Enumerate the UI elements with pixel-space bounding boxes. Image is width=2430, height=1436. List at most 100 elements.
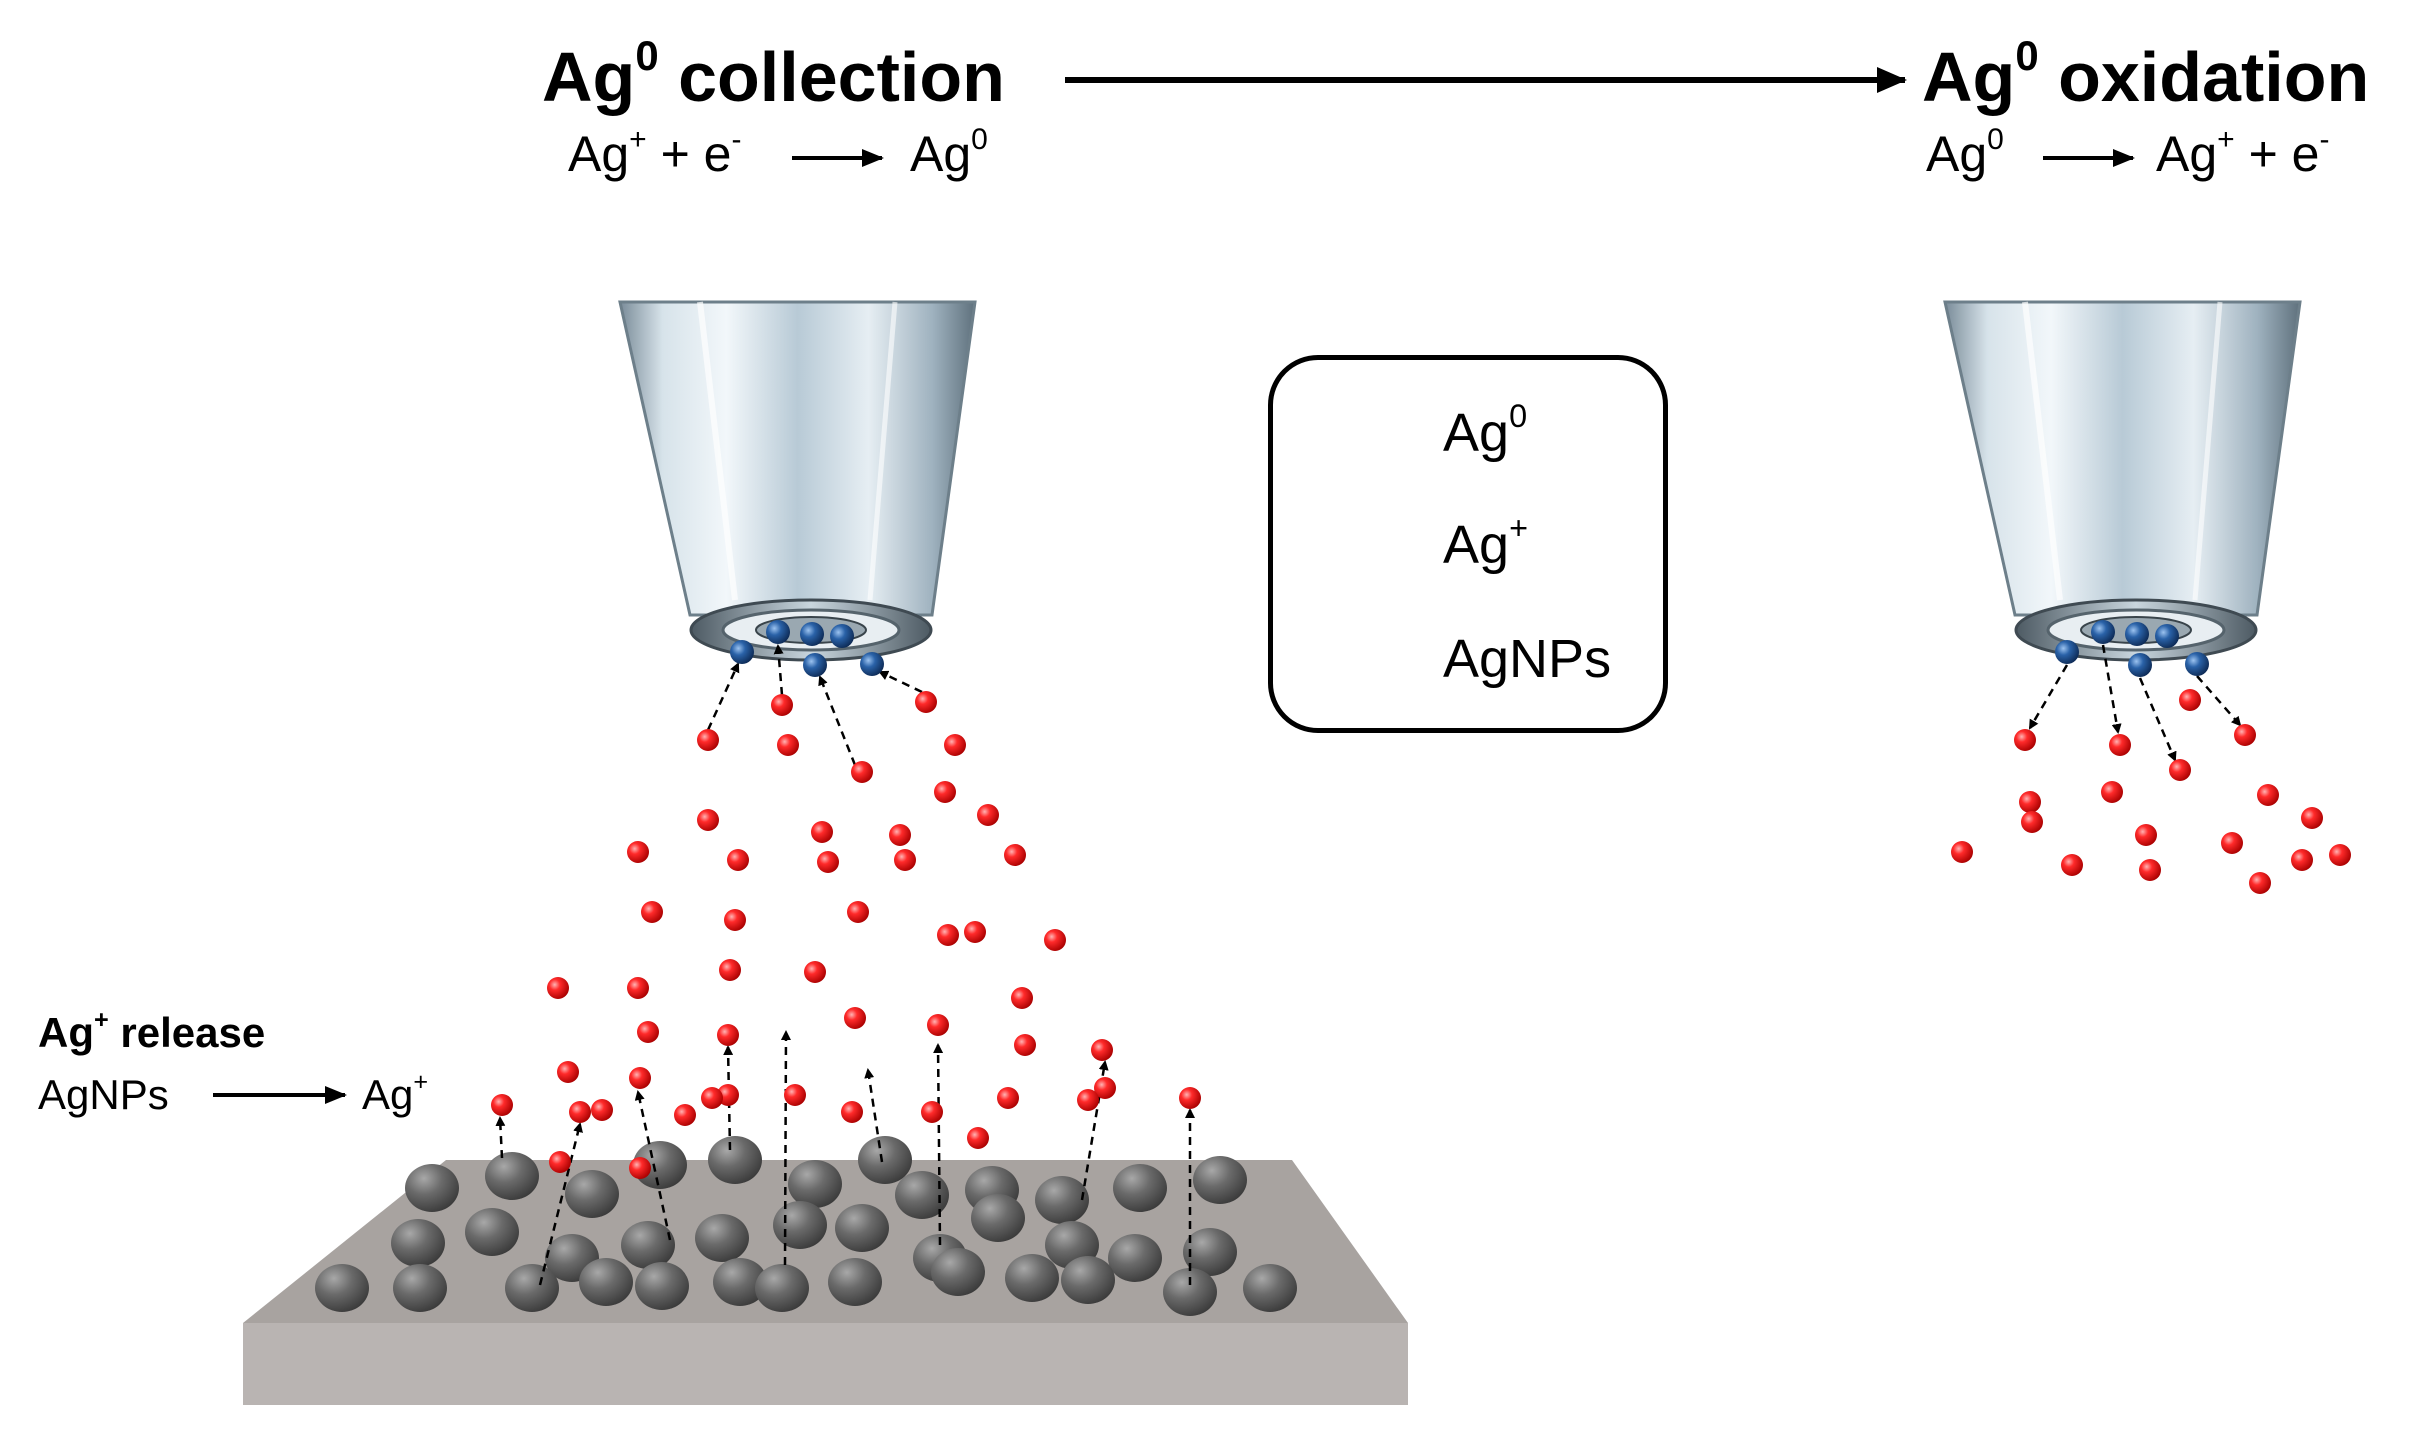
agplus-ion: [2101, 781, 2123, 803]
agplus-ion: [944, 734, 966, 756]
agplus-ion: [844, 1007, 866, 1029]
agplus-ion: [2301, 807, 2323, 829]
agplus-ion: [2249, 872, 2271, 894]
agnp-particle: [835, 1204, 889, 1252]
agplus-ion: [1044, 929, 1066, 951]
agnp-particle: [895, 1171, 949, 1219]
agnp-particle: [315, 1264, 369, 1312]
agplus-ion: [841, 1101, 863, 1123]
agplus-ion: [717, 1024, 739, 1046]
agnp-particle: [713, 1258, 767, 1306]
transport-arrow: [723, 1045, 734, 1151]
transport-arrow: [780, 1030, 791, 1266]
agnp-particle: [828, 1258, 882, 1306]
agnp-particle: [505, 1264, 559, 1312]
agplus-ion: [934, 781, 956, 803]
agplus-ion: [967, 1127, 989, 1149]
oxidation-electrode: [1943, 300, 2302, 662]
agplus-ion: [627, 841, 649, 863]
ag0-atom: [2125, 622, 2149, 646]
agplus-ion: [547, 977, 569, 999]
agplus-ion: [491, 1094, 513, 1116]
ag0-atom: [2091, 620, 2115, 644]
ag0-atom: [766, 620, 790, 644]
agplus-ion: [1011, 987, 1033, 1009]
agplus-ion: [1951, 841, 1973, 863]
agnp-particle: [1113, 1164, 1167, 1212]
agplus-ion: [1014, 1034, 1036, 1056]
legend-label-agnps: AgNPs: [1443, 629, 1612, 689]
agplus-ion: [557, 1061, 579, 1083]
agnp-particle: [773, 1201, 827, 1249]
transport-arrow: [878, 670, 923, 694]
agplus-ion: [2257, 784, 2279, 806]
ag0-atom: [830, 624, 854, 648]
agplus-ion: [894, 849, 916, 871]
agplus-ion: [2169, 759, 2191, 781]
agplus-ion: [784, 1084, 806, 1106]
agnp-particle: [1061, 1256, 1115, 1304]
agplus-ion: [637, 1021, 659, 1043]
agnp-particle: [465, 1208, 519, 1256]
agplus-ion: [1179, 1087, 1201, 1109]
agnp-particle: [1183, 1228, 1237, 1276]
agplus-ion: [937, 924, 959, 946]
agplus-ion: [2179, 689, 2201, 711]
agplus-ion: [719, 959, 741, 981]
transport-arrow: [634, 1090, 672, 1241]
ag0-atom: [803, 653, 827, 677]
agplus-ion: [629, 1067, 651, 1089]
ag0-atom: [2055, 640, 2079, 664]
agplus-ion: [811, 821, 833, 843]
collection-title: Ag0 collection: [542, 32, 1005, 116]
agnp-particle: [393, 1264, 447, 1312]
agplus-ion: [964, 921, 986, 943]
legend-box: [1268, 355, 1668, 733]
agnp-particle: [788, 1160, 842, 1208]
agnp-particle: [755, 1264, 809, 1312]
agplus-ion: [1091, 1039, 1113, 1061]
agplus-ion: [817, 851, 839, 873]
transport-arrow: [2101, 644, 2122, 734]
legend-label-agplus: Ag+: [1443, 510, 1528, 575]
collection-equation-left: Ag+ + e-: [568, 122, 742, 182]
agplus-ion: [977, 804, 999, 826]
agplus-ion: [1004, 844, 1026, 866]
transport-arrow: [933, 1043, 944, 1246]
agplus-ion: [1077, 1089, 1099, 1111]
agnp-particle: [1108, 1234, 1162, 1282]
agplus-ion: [777, 734, 799, 756]
release-title: Ag+ release: [38, 1006, 266, 1056]
agplus-ion: [927, 1014, 949, 1036]
ag0-atom: [2185, 652, 2209, 676]
agnp-particle: [635, 1262, 689, 1310]
agplus-ion: [2135, 824, 2157, 846]
agplus-ion: [2014, 729, 2036, 751]
agplus-ion: [2329, 844, 2351, 866]
agnp-particle: [485, 1152, 539, 1200]
agplus-ion: [727, 849, 749, 871]
ion-layer: [491, 689, 2351, 1179]
agplus-ion: [549, 1151, 571, 1173]
agplus-ion: [2019, 791, 2041, 813]
agplus-ion: [851, 761, 873, 783]
agnp-particle: [1243, 1264, 1297, 1312]
agplus-ion: [701, 1087, 723, 1109]
agplus-ion: [921, 1101, 943, 1123]
transport-arrow: [495, 1116, 506, 1159]
agnp-particle: [565, 1170, 619, 1218]
agnp-particle: [633, 1141, 687, 1189]
ag0-atom: [860, 652, 884, 676]
agnp-layer: [315, 1136, 1297, 1316]
agnp-particle: [858, 1136, 912, 1184]
agplus-ion: [2109, 734, 2131, 756]
agplus-ion: [997, 1087, 1019, 1109]
agplus-ion: [569, 1101, 591, 1123]
agnp-particle: [391, 1219, 445, 1267]
transport-arrow: [2028, 664, 2069, 730]
agplus-ion: [674, 1104, 696, 1126]
agplus-ion: [641, 901, 663, 923]
agplus-ion: [889, 824, 911, 846]
release-to: Ag+: [362, 1068, 429, 1118]
